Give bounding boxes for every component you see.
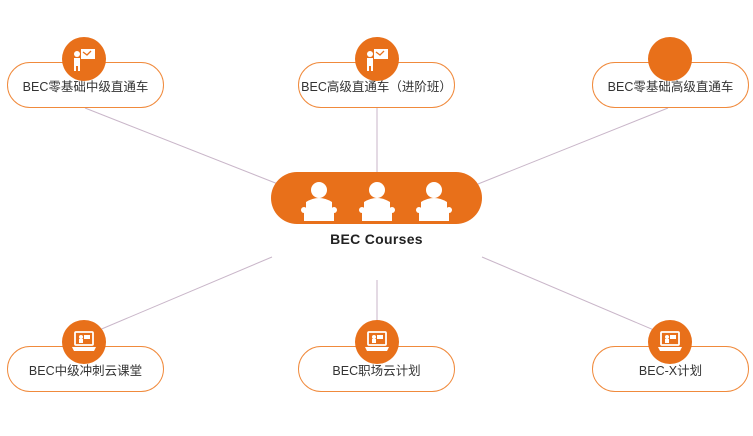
student-icon: [359, 182, 395, 221]
course-label: BEC零基础高级直通车: [607, 79, 734, 94]
course-label: BEC高级直通车（进阶班）: [301, 79, 452, 94]
center-label: BEC Courses: [330, 231, 423, 247]
laptop-teacher-icon: [355, 320, 399, 364]
connector-line: [477, 107, 669, 185]
student-icon: [416, 182, 452, 221]
teacher-board-icon: [62, 37, 106, 81]
connector-line: [84, 107, 279, 185]
laptop-teacher-icon: [648, 320, 692, 364]
circle-icon: [648, 37, 692, 81]
teacher-board-icon: [355, 37, 399, 81]
laptop-teacher-icon: [62, 320, 106, 364]
course-label: BEC零基础中级直通车: [22, 79, 149, 94]
connector-line: [481, 256, 669, 337]
student-icon: [301, 182, 337, 221]
connector-line: [84, 256, 273, 337]
course-label: BEC职场云计划: [332, 363, 421, 378]
course-label: BEC-X计划: [638, 363, 703, 378]
course-label: BEC中级冲刺云课堂: [28, 363, 143, 378]
